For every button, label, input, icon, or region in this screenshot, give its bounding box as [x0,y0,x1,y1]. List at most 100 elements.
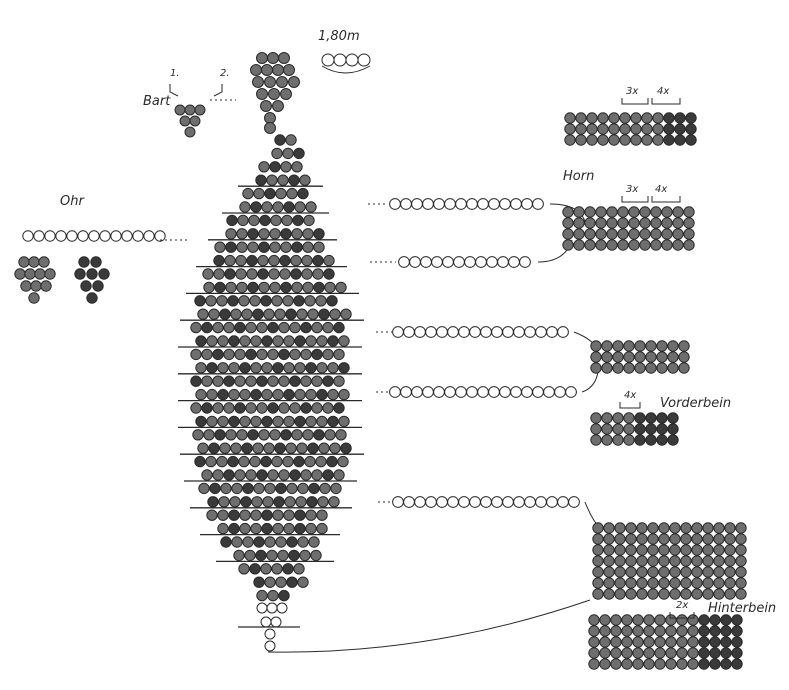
body-bead [225,228,237,240]
hind-leg-block-bead [702,555,714,567]
body-bead [239,522,251,535]
top-block-bead [586,123,598,135]
beard-bracket [169,84,223,97]
body-bead [256,321,268,334]
body-bead [266,174,278,186]
hind-leg-block-bead [680,533,692,545]
body-bead [275,576,287,588]
body-bead [275,536,287,548]
beard-label: Bart [143,94,171,109]
tail-bead [266,602,278,614]
horn-string-bead [486,256,498,268]
front-leg-small-bead [601,434,613,446]
body-bead [258,161,270,173]
tail-bead [276,602,288,614]
beard-bead [184,126,196,138]
top-block-bead [641,123,653,135]
top-block-bead [674,123,686,135]
body-bead [264,536,276,548]
hind-leg-small-bead [698,636,710,648]
length-label: 1,80m [318,29,360,44]
body-bead [293,563,305,575]
hind-leg-label: Hinterbein [708,601,776,616]
front-leg-string-bead [433,386,445,398]
body-bead [305,509,317,521]
body-bead [223,469,235,481]
body-bead [255,549,267,562]
body-bead [311,375,323,387]
body-bead [278,469,290,481]
top-block-bead [652,134,664,146]
hind-leg-string-bead [557,496,569,508]
hind-leg-small-bead [621,647,633,659]
top-block-bead [597,134,609,146]
hind-leg-string-bead [425,496,437,508]
hind-leg-block-bead [614,588,626,600]
front-leg-block-bead [623,340,635,352]
body-bead [294,388,306,401]
horn-block-bead [584,239,596,251]
front-leg-string-bead [513,326,525,338]
body-bead [263,442,275,454]
body-bead [213,254,225,267]
hind-leg-small-bead [632,658,644,670]
hind-leg-block-bead [691,522,703,534]
front-leg-string-bead [543,386,555,398]
horn-string-bead [508,256,520,268]
body-bead [305,415,317,428]
body-bead [311,321,323,334]
body-bead [307,442,319,454]
body-bead [312,268,324,280]
front-leg-string-bead [535,326,547,338]
horn-block-bead [584,228,596,240]
body-bead [201,469,213,481]
body-bead [333,402,345,414]
hind-leg-block-bead [647,544,659,556]
hind-leg-block-bead [735,533,747,545]
body-bead [261,201,273,213]
hind-leg-small-bead [654,625,666,637]
hind-leg-block-bead [603,555,615,567]
front-leg-string-bead [491,326,503,338]
body-bead [236,429,248,441]
body-bead [307,308,319,320]
body-bead [233,549,245,562]
hind-leg-block-bead [669,533,681,545]
hind-leg-block-bead [702,544,714,556]
body-bead [261,522,273,535]
hind-leg-block-bead [625,522,637,534]
head-bead [260,100,272,112]
head-bead [288,76,300,88]
front-leg-string-bead [546,326,558,338]
hind-leg-small-bead [687,636,699,648]
hind-leg-block-bead [603,566,615,578]
body-bead [326,455,338,468]
hind-leg-block-bead [735,588,747,600]
head-bead [264,112,276,124]
body-bead [261,415,273,428]
body-bead [238,563,250,575]
ear-string-bead [154,230,166,242]
horn-block-bead [573,228,585,240]
body-bead [228,388,240,401]
top-block-bead [674,134,686,146]
horn-block-bead [661,239,673,251]
body-bead [253,536,265,548]
body-bead [290,254,302,267]
horn-block-bead [606,228,618,240]
body-bead [297,187,309,200]
hind-leg-block-bead [647,522,659,534]
body-bead [250,522,262,535]
body-bead [273,496,285,508]
tail-bead [260,616,272,628]
hind-leg-block-bead [713,566,725,578]
body-bead [272,201,284,213]
beard-bead [179,115,191,127]
top-block-bead [685,134,697,146]
body-bead [261,509,273,521]
hind-leg-small-bead [687,614,699,626]
hind-leg-block-bead [680,555,692,567]
horn-block-bead [573,217,585,229]
hind-leg-block-bead [724,577,736,589]
hind-leg-small-bead [588,625,600,637]
